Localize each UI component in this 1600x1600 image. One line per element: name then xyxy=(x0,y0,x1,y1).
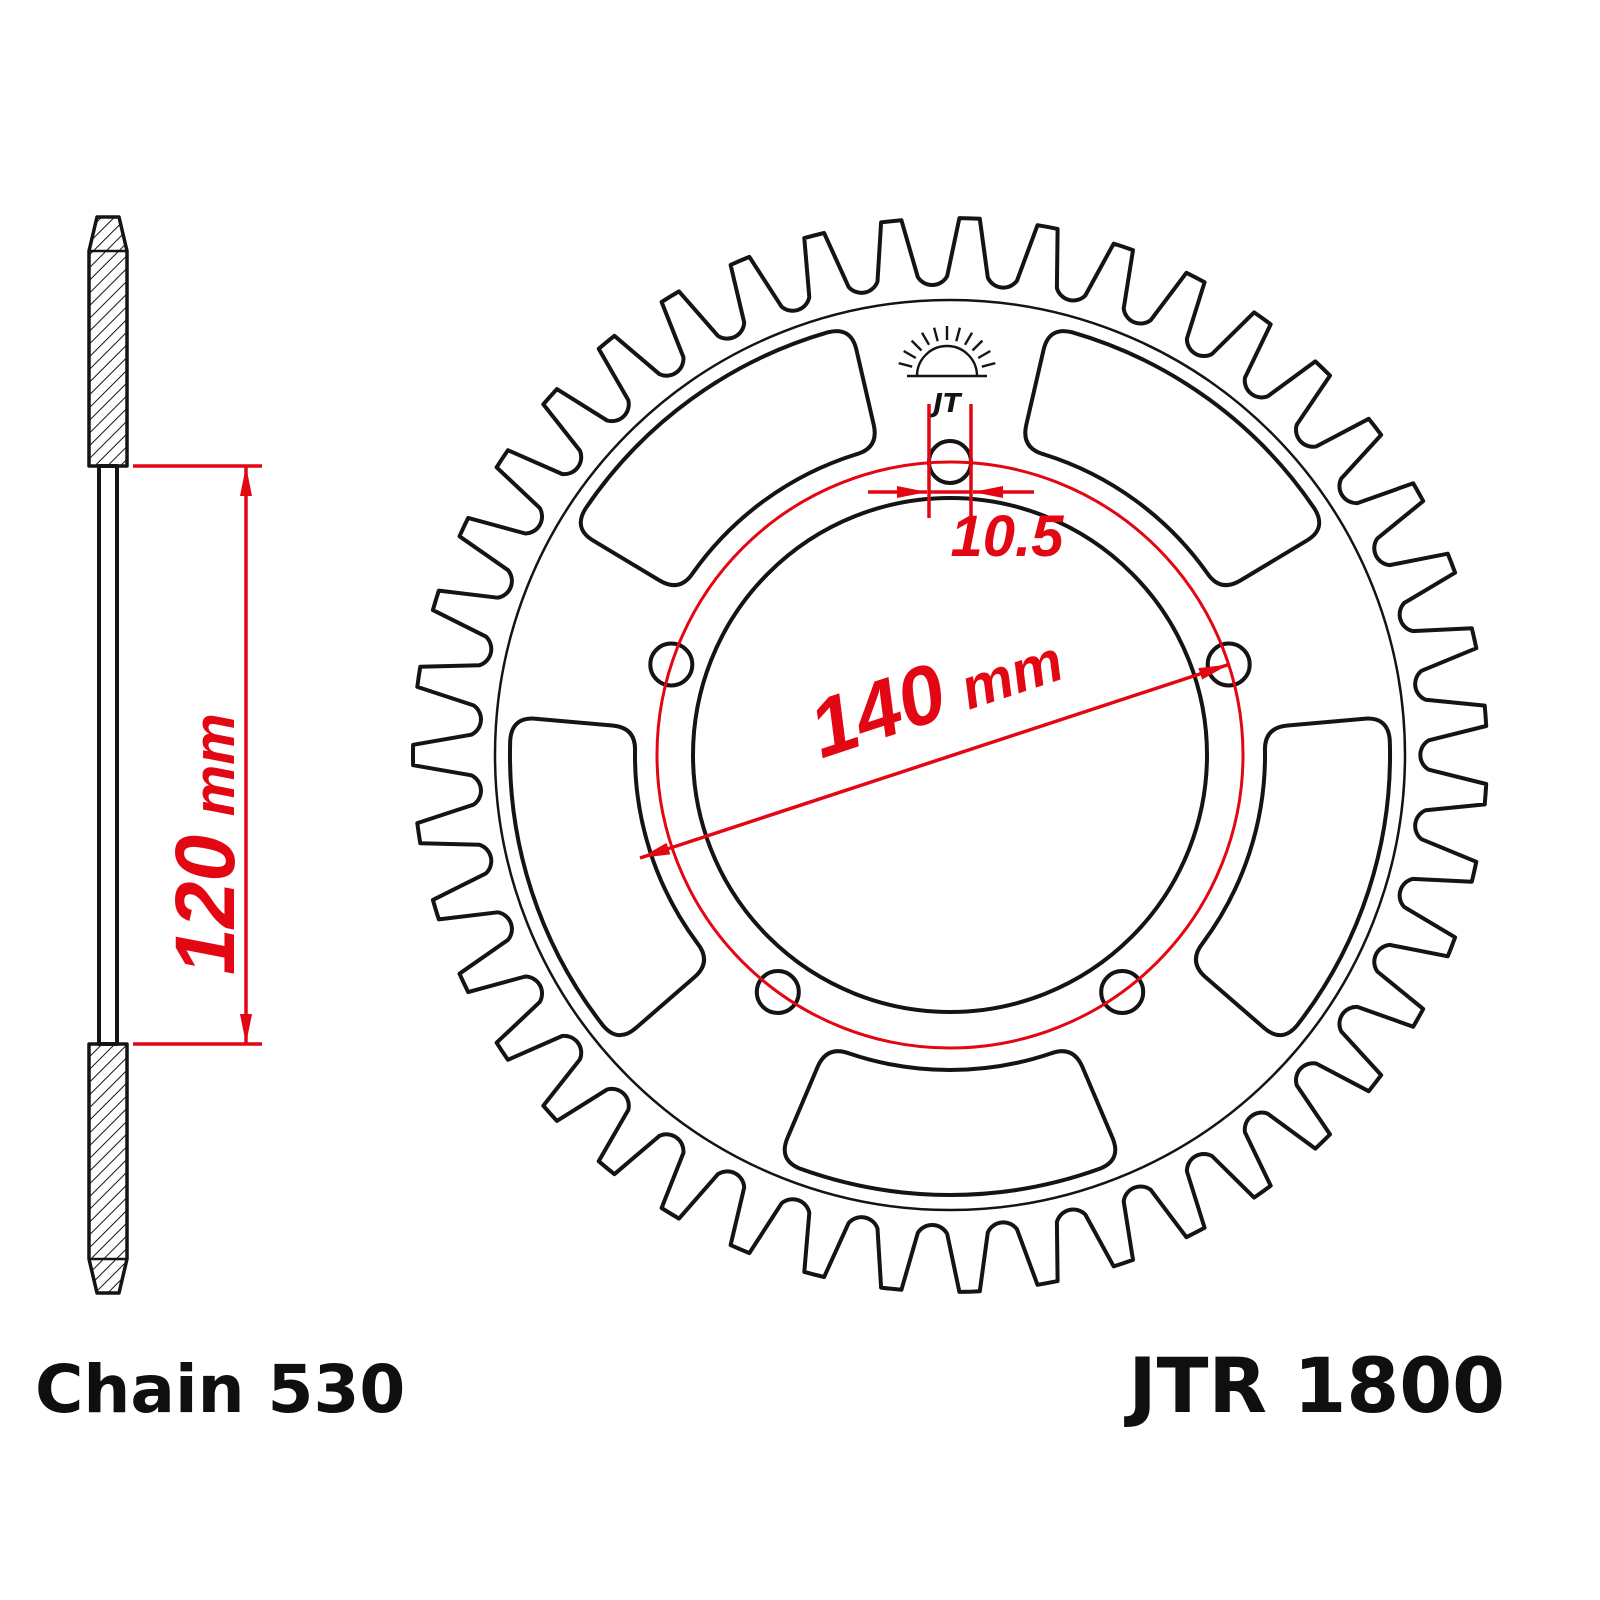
side-view-lower-section xyxy=(87,1042,129,1295)
sun-arc xyxy=(915,344,979,377)
sun-ray xyxy=(977,349,991,360)
sun-ray xyxy=(898,361,913,368)
jt-sun-logo: JT xyxy=(898,326,996,419)
side-view-plate-web xyxy=(97,464,119,1046)
sun-ray xyxy=(910,339,923,352)
lightening-slot xyxy=(507,716,706,1038)
lightening-slot xyxy=(782,1049,1118,1198)
sun-ray xyxy=(920,332,931,346)
sun-ray xyxy=(981,361,996,368)
dim-120-label: 120 mm xyxy=(158,713,252,975)
sun-ray xyxy=(932,327,939,342)
sun-ray xyxy=(903,349,917,360)
lightening-slot xyxy=(1023,329,1322,588)
lightening-slot xyxy=(578,329,877,588)
sun-ray xyxy=(955,327,962,342)
dim-10-5-label: 10.5 xyxy=(951,504,1065,569)
jt-logo-mark: JT xyxy=(928,389,963,419)
lightening-slot xyxy=(1194,716,1393,1038)
sprocket-rim-circle xyxy=(493,298,1407,1212)
side-view-upper-section xyxy=(87,215,129,468)
part-number-label: JTR 1800 xyxy=(1123,1341,1505,1430)
dim-140-line xyxy=(639,662,1230,860)
dim-120-unit: mm xyxy=(182,713,247,816)
chain-size-label: Chain 530 xyxy=(35,1351,405,1428)
dim-120-value: 120 xyxy=(158,835,252,975)
sun-ray xyxy=(971,339,984,352)
dimension-120mm: 120 mm xyxy=(133,464,262,1046)
sprocket-side-view xyxy=(87,215,129,1295)
sun-ray xyxy=(963,332,974,346)
